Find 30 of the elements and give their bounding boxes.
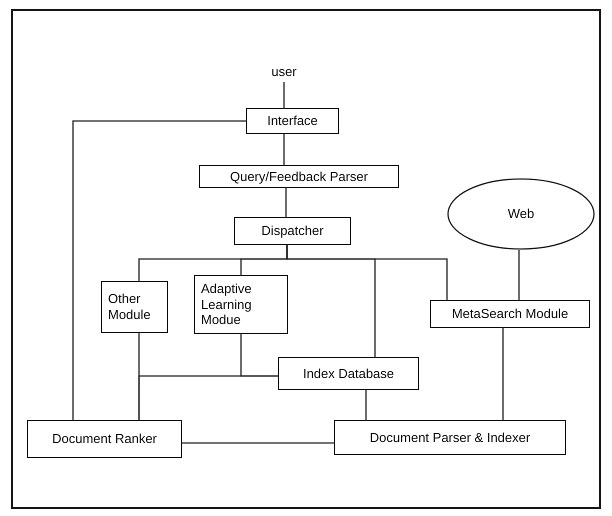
connector-line — [518, 250, 520, 300]
node-label: Dispatcher — [261, 223, 324, 239]
connector-line — [285, 188, 287, 217]
module-box — [101, 281, 168, 333]
module-box — [430, 300, 590, 328]
connector-line — [286, 245, 448, 300]
node-label: Document Parser & Indexer — [370, 430, 530, 446]
connector-line — [138, 375, 278, 420]
process-box — [234, 217, 351, 245]
connector-line — [72, 120, 246, 420]
node-label: MetaSearch Module — [452, 306, 568, 322]
module-box — [194, 275, 288, 334]
node-label: Document Ranker — [52, 431, 157, 447]
process-box — [199, 165, 399, 188]
connector-line — [283, 134, 285, 165]
process-box — [246, 108, 339, 134]
node-label: Other Module — [108, 291, 152, 323]
connector-line — [365, 390, 367, 420]
node-label: Index Database — [302, 366, 394, 382]
process-box — [334, 420, 566, 455]
process-box — [27, 420, 182, 458]
node-label: Adaptive Learning Modue — [201, 281, 253, 328]
node-label: Query/Feedback Parser — [230, 168, 368, 184]
connector-line — [182, 442, 334, 444]
connector-line — [283, 82, 285, 108]
database-box — [278, 357, 419, 390]
user-label: user — [271, 64, 297, 80]
connector-line — [502, 328, 504, 420]
node-label: Web — [508, 206, 534, 222]
node-label: Interface — [267, 113, 318, 129]
